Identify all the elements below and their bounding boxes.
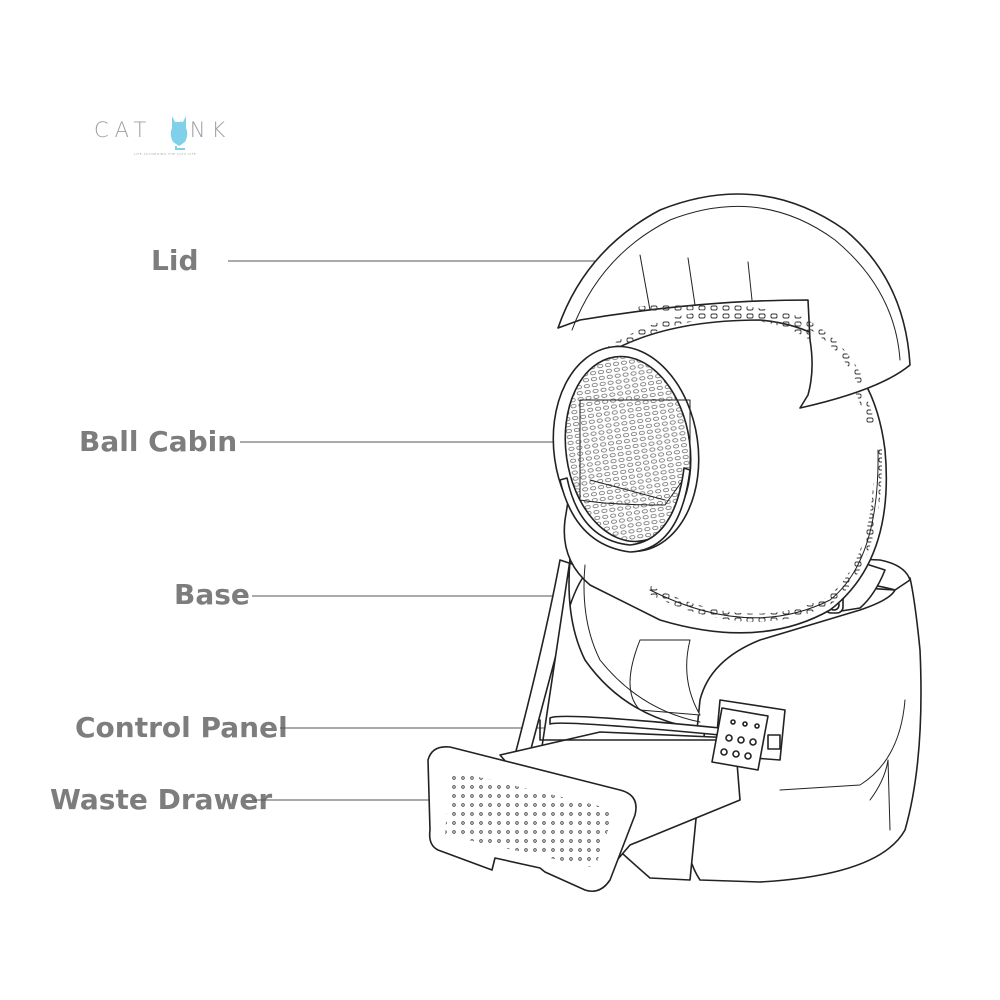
waste-drawer — [427, 745, 637, 893]
logo-tagline: LIFE ACCORDING THE CATS LIFE — [134, 152, 197, 156]
catlink-logo: CAT INK LIFE ACCORDING THE CATS LIFE — [94, 112, 264, 162]
label-ball-cabin: Ball Cabin — [79, 425, 238, 458]
logo-cat-icon — [170, 116, 188, 150]
logo-wordmark: CAT INK — [94, 118, 232, 142]
label-lid: Lid — [151, 244, 199, 277]
label-control-panel: Control Panel — [75, 711, 288, 744]
lid — [557, 193, 911, 409]
control-panel — [711, 707, 769, 771]
label-base: Base — [174, 578, 250, 611]
label-waste-drawer: Waste Drawer — [50, 783, 273, 816]
